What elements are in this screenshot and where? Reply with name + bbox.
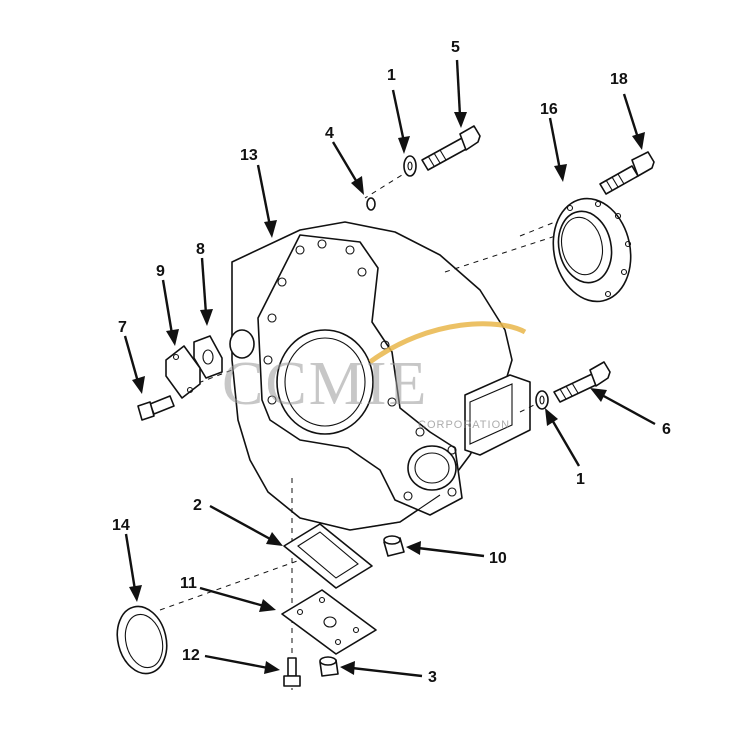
- arrowhead: [200, 309, 213, 326]
- washer-lower: [535, 390, 549, 410]
- callout-2: 2: [193, 497, 202, 514]
- arrowhead: [264, 220, 277, 238]
- leader-arrows: [123, 59, 656, 678]
- lower-gasket: [283, 523, 373, 589]
- callout-labels: 1 5 18 16 4 13 8 9 7 6 1 2 10 14 11 12 3: [112, 39, 671, 686]
- watermark-brand: CCMIE: [222, 350, 428, 418]
- arrowhead: [266, 532, 283, 546]
- cover-gasket-small: [193, 335, 223, 379]
- callout-7: 7: [118, 319, 127, 336]
- bolt-seal-retainer: [599, 151, 655, 195]
- plug-small-lower: [319, 656, 339, 677]
- callout-12: 12: [182, 647, 200, 664]
- arrowhead: [632, 132, 645, 150]
- rear-seal-retainer: [552, 197, 632, 303]
- callout-18: 18: [610, 71, 628, 88]
- arrowhead: [398, 136, 410, 154]
- callout-10: 10: [489, 550, 507, 567]
- bolt-cover: [137, 395, 175, 421]
- arrowhead: [259, 599, 276, 612]
- callout-3: 3: [428, 669, 437, 686]
- callout-13: 13: [240, 147, 258, 164]
- callout-9: 9: [156, 263, 165, 280]
- bolt-upper: [421, 125, 481, 171]
- plug-cap: [383, 535, 405, 557]
- arrowhead: [590, 388, 607, 402]
- watermark-swoosh: [368, 321, 527, 365]
- callout-8: 8: [196, 241, 205, 258]
- lower-cover-plate: [281, 589, 377, 655]
- arrowhead: [406, 541, 421, 555]
- arrowhead: [132, 376, 145, 394]
- flywheel-housing: [229, 221, 531, 531]
- arrowhead: [166, 329, 179, 346]
- washer-upper: [403, 155, 417, 177]
- bolt-lower: [553, 361, 611, 403]
- arrowhead: [554, 164, 567, 182]
- arrowhead: [264, 661, 280, 674]
- callout-4: 4: [325, 125, 334, 142]
- seal-ring: [116, 605, 168, 675]
- callout-5: 5: [451, 39, 460, 56]
- arrowhead: [545, 408, 558, 426]
- callout-16: 16: [540, 101, 558, 118]
- callout-6: 6: [662, 421, 671, 438]
- arrowhead: [454, 112, 467, 128]
- plug-small: [366, 197, 376, 211]
- alignment-lines: [159, 169, 581, 690]
- bolt-lower-cover: [283, 657, 301, 687]
- arrowhead: [340, 661, 355, 675]
- cover-plate-small: [165, 345, 201, 399]
- callout-11: 11: [180, 575, 197, 592]
- watermark: CCMIE CORPORATION: [222, 321, 527, 431]
- watermark-subtitle: CORPORATION: [418, 419, 510, 431]
- callout-1-lower: 1: [576, 471, 585, 488]
- arrowhead: [129, 585, 142, 602]
- callout-1-upper: 1: [387, 67, 396, 84]
- callout-14: 14: [112, 517, 130, 534]
- arrowhead: [351, 176, 364, 195]
